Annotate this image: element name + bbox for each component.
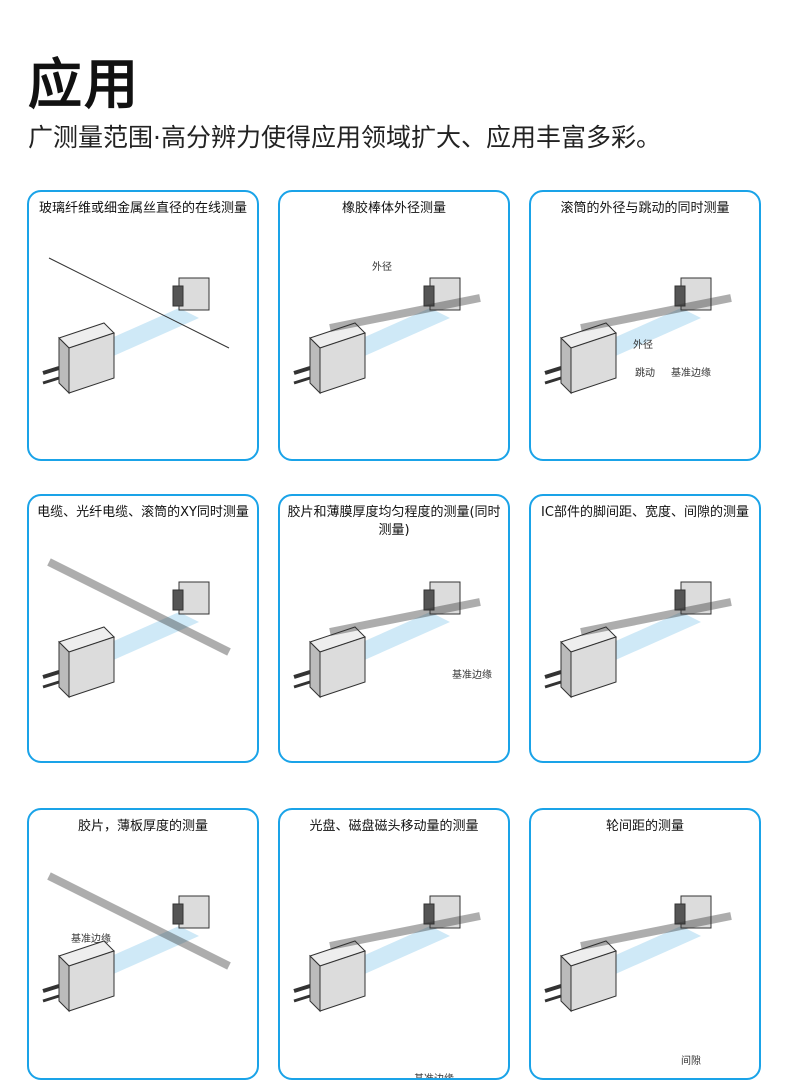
transmitter-unit <box>42 322 115 395</box>
application-card: 轮间距的测量 间隙 <box>529 808 761 1080</box>
card-title: 光盘、磁盘磁头移动量的测量 <box>309 819 479 834</box>
measured-object <box>580 294 732 332</box>
light-beam <box>591 612 701 662</box>
measured-object <box>47 872 231 970</box>
measured-object <box>580 912 732 950</box>
transmitter-unit <box>544 626 617 699</box>
application-illustration: 外径 <box>293 260 481 395</box>
card-title: 轮间距的测量 <box>605 819 684 834</box>
measured-object <box>47 558 231 656</box>
transmitter-unit <box>544 322 617 395</box>
receiver-unit <box>674 277 712 311</box>
application-illustration: 基准边缘 <box>42 872 231 1013</box>
illustration-label: 基准边缘 <box>452 668 492 681</box>
illustration-label: 跳动 <box>635 366 655 379</box>
receiver-unit <box>423 277 461 311</box>
transmitter-unit <box>293 322 366 395</box>
application-card: IC部件的脚间距、宽度、间隙的测量 <box>529 494 761 763</box>
application-illustration: 基准边缘 <box>293 581 492 699</box>
application-illustration <box>42 257 230 395</box>
page-title: 应用 <box>28 53 140 116</box>
transmitter-unit <box>544 940 617 1013</box>
application-card: 电缆、光纤电缆、滚筒的XY同时测量 <box>27 494 259 763</box>
light-beam <box>89 926 199 976</box>
light-beam <box>340 308 450 358</box>
measured-object <box>329 912 481 950</box>
card-title: 胶片和薄膜厚度均匀程度的测量(同时测量) <box>287 505 501 538</box>
illustration-label: 外径 <box>633 338 653 351</box>
receiver-unit <box>172 895 210 929</box>
application-card: 橡胶棒体外径测量 外径 <box>278 190 510 461</box>
light-beam <box>89 308 199 358</box>
application-illustration: 间隙 <box>544 895 732 1067</box>
light-beam <box>591 926 701 976</box>
illustration-label: 外径 <box>372 260 392 273</box>
illustration-label: 基准边缘 <box>71 932 111 945</box>
application-card: 胶片，薄板厚度的测量 基准边缘 <box>27 808 259 1080</box>
card-title: IC部件的脚间距、宽度、间隙的测量 <box>541 505 749 520</box>
card-title: 电缆、光纤电缆、滚筒的XY同时测量 <box>37 505 249 520</box>
measured-object <box>329 294 481 332</box>
receiver-unit <box>423 895 461 929</box>
illustration-label: 基准边缘 <box>671 366 711 379</box>
light-beam <box>340 926 450 976</box>
application-card: 玻璃纤维或细金属丝直径的在线测量 <box>27 190 259 461</box>
application-card: 滚筒的外径与跳动的同时测量 外径跳动 基准边缘 <box>529 190 761 461</box>
transmitter-unit <box>293 940 366 1013</box>
application-illustration: 基准边缘 <box>293 895 481 1078</box>
card-title: 滚筒的外径与跳动的同时测量 <box>560 201 730 216</box>
light-beam <box>591 308 701 358</box>
card-title: 橡胶棒体外径测量 <box>341 201 446 216</box>
receiver-unit <box>674 895 712 929</box>
application-card: 光盘、磁盘磁头移动量的测量 基准边缘 <box>278 808 510 1080</box>
illustration-label: 基准边缘 <box>414 1072 454 1078</box>
transmitter-unit <box>293 626 366 699</box>
transmitter-unit <box>42 940 115 1013</box>
receiver-unit <box>172 277 210 311</box>
page-subtitle: 广测量范围·高分辨力使得应用领域扩大、应用丰富多彩。 <box>28 123 661 152</box>
measured-object <box>580 598 732 636</box>
application-illustration <box>544 581 732 699</box>
light-beam <box>89 612 199 662</box>
transmitter-unit <box>42 626 115 699</box>
application-card: 胶片和薄膜厚度均匀程度的测量(同时测量) 基准边缘 <box>278 494 510 763</box>
measured-object <box>329 598 481 636</box>
receiver-unit <box>423 581 461 615</box>
application-illustration <box>42 558 231 699</box>
measured-object <box>48 257 230 349</box>
card-title: 玻璃纤维或细金属丝直径的在线测量 <box>38 201 247 216</box>
card-title: 胶片，薄板厚度的测量 <box>77 819 208 834</box>
illustration-label: 间隙 <box>681 1054 701 1067</box>
light-beam <box>340 612 450 662</box>
receiver-unit <box>674 581 712 615</box>
receiver-unit <box>172 581 210 615</box>
